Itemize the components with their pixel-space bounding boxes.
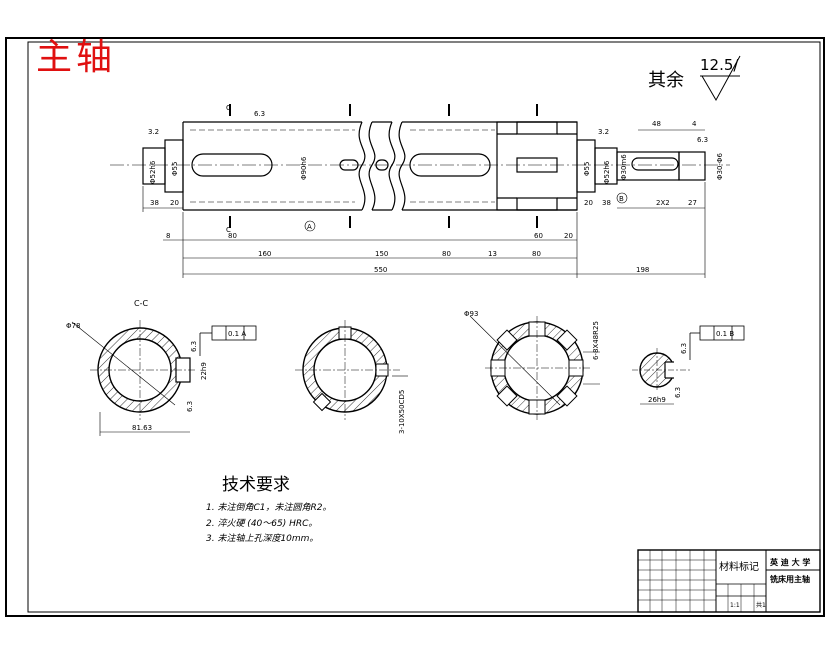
datum-b: B	[619, 195, 624, 203]
rough-32-a: 3.2	[148, 128, 159, 136]
dia-52-left: Φ52h6	[149, 160, 157, 184]
s3-dia: Φ93	[464, 310, 478, 318]
s4-tol: 0.1 B	[716, 330, 734, 338]
dim-4: 4	[692, 120, 697, 128]
s4-rough2: 6.3	[674, 387, 682, 398]
sheet-count: 共1	[756, 601, 766, 609]
scale-value: 1:1	[730, 602, 740, 609]
material-mark: 材料标记	[719, 560, 759, 573]
s4-width: 26h9	[648, 396, 666, 404]
datum-a: A	[307, 223, 312, 231]
dia-90: Φ90h6	[300, 156, 308, 180]
dim-550: 550	[374, 266, 387, 274]
dim-27: 27	[688, 199, 697, 207]
title-block	[637, 549, 821, 613]
section-cc	[71, 320, 257, 436]
s4-rough1: 6.3	[680, 343, 688, 354]
dim-80a: 80	[228, 232, 237, 240]
dia-55-left: Φ55	[171, 162, 179, 176]
section-mark-c2: C	[226, 226, 231, 234]
dim-48: 48	[652, 120, 661, 128]
rough-63-a: 6.3	[254, 110, 265, 118]
s1-width: 22h9	[200, 362, 208, 380]
tech-requirements-title: 技术要求	[222, 475, 290, 495]
school-name: 英 迪 大 学	[769, 557, 810, 567]
shaft-main-view	[110, 121, 730, 211]
s3-note: 6-8X48R25	[592, 321, 600, 360]
section-3-spline	[469, 315, 600, 420]
dia-55-right: Φ55	[583, 162, 591, 176]
dim-80b: 80	[442, 250, 451, 258]
tech-item-1: 1. 未注倒角C1，未注圆角R2。	[206, 503, 332, 513]
s1-dia: Φ78	[66, 322, 80, 330]
dim-2x2: 2X2	[656, 199, 670, 207]
dim-20c: 20	[584, 199, 593, 207]
s2-note: 3-10X50CD5	[398, 390, 406, 434]
s1-bottom: 81.63	[132, 424, 152, 432]
dim-38: 38	[150, 199, 159, 207]
dia-30: Φ30m6	[620, 154, 628, 180]
shaft-labels: C C A B 6.3 3.2 3.2 48 4 6.3 38 20 8 80 …	[148, 104, 724, 274]
drawing-title: 主轴	[36, 37, 117, 78]
tech-item-3: 3. 未注轴上孔深度10mm。	[206, 534, 319, 544]
dim-198: 198	[636, 266, 649, 274]
s1-rough1: 6.3	[190, 341, 198, 352]
roughness-value: 12.5/	[700, 56, 739, 74]
tech-item-2: 2. 淬火硬 (40～65) HRC。	[206, 519, 318, 529]
dia-52-right: Φ52h6	[603, 160, 611, 184]
dim-8: 8	[166, 232, 170, 240]
dim-80c: 80	[532, 250, 541, 258]
s1-tol: 0.1 A	[228, 330, 246, 338]
dim-38b: 38	[602, 199, 611, 207]
roughness-label: 其余	[648, 70, 684, 91]
dia-30-6: Φ30-Φ6	[716, 153, 724, 180]
dim-20b: 20	[564, 232, 573, 240]
roughness-symbol	[700, 55, 741, 102]
dim-150: 150	[375, 250, 388, 258]
section-mark-c1: C	[226, 104, 231, 112]
part-name: 铣床用主轴	[770, 574, 810, 584]
cc-label: C-C	[134, 299, 148, 308]
s1-rough2: 6.3	[186, 401, 194, 412]
rough-63-b: 6.3	[697, 136, 708, 144]
outer-border	[5, 37, 825, 617]
dim-20: 20	[170, 199, 179, 207]
dim-160: 160	[258, 250, 271, 258]
shaft-dimensions	[142, 104, 706, 278]
rough-32-b: 3.2	[598, 128, 609, 136]
dim-13: 13	[488, 250, 497, 258]
section-2	[295, 320, 408, 420]
dim-60: 60	[534, 232, 543, 240]
inner-border	[27, 41, 821, 613]
section-4	[632, 325, 745, 405]
